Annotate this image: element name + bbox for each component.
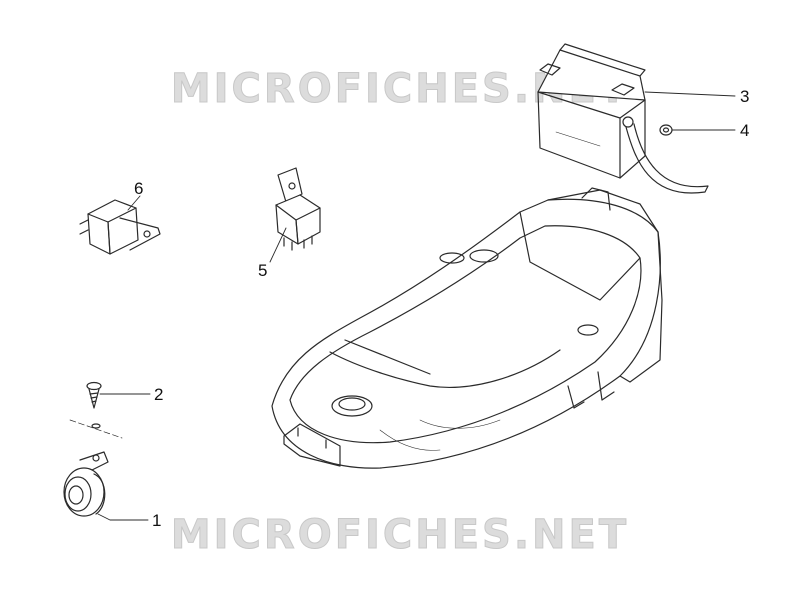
horn-part — [63, 451, 109, 517]
battery-part — [537, 43, 709, 194]
leader-lines — [97, 91, 736, 521]
leader-line-3 — [644, 91, 736, 97]
leader-line-6 — [127, 195, 141, 211]
nut-part — [659, 124, 673, 136]
callout-1: 1 — [152, 511, 162, 530]
relay-6-part — [79, 199, 161, 255]
callout-5: 5 — [258, 261, 268, 280]
leader-line-1 — [97, 513, 149, 521]
screw-part — [69, 381, 123, 439]
callout-6: 6 — [134, 179, 144, 198]
callout-2: 2 — [154, 385, 164, 404]
relay-5-part — [275, 167, 321, 251]
callout-3: 3 — [740, 87, 750, 106]
leader-line-5 — [269, 227, 287, 263]
body-frame-part — [271, 187, 663, 469]
callout-4: 4 — [740, 121, 750, 140]
